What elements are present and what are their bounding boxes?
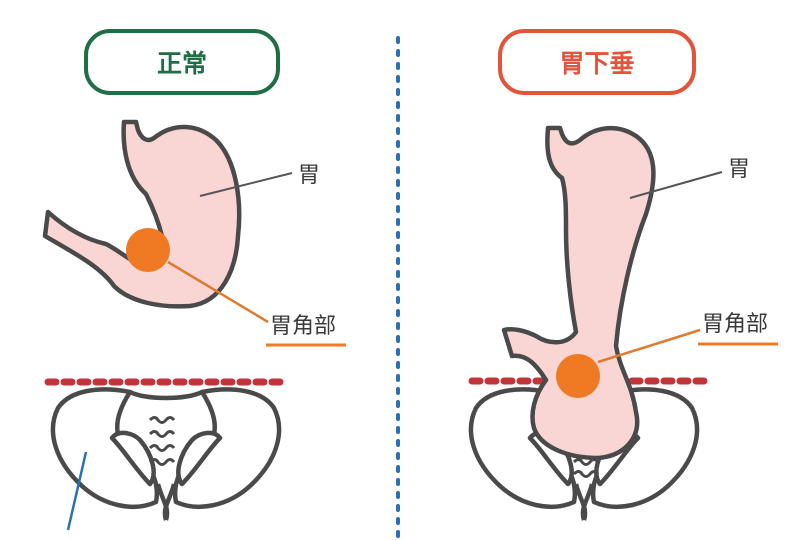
- normal-angle-label: 胃角部: [270, 314, 336, 339]
- normal-stomach-pointer: [199, 172, 293, 197]
- normal-title: 正常: [157, 49, 207, 78]
- normal-blue-pointer: [66, 451, 88, 531]
- normal-spine: [148, 416, 176, 466]
- normal-panel: 正常 胃 胃角部: [42, 29, 346, 531]
- ptosis-angle-pointer: [597, 328, 701, 364]
- ptosis-stomach: [501, 125, 656, 461]
- ptosis-panel: 胃下垂 胃 胃角部: [468, 29, 778, 521]
- normal-stomach-label: 胃: [298, 163, 320, 188]
- ptosis-angle-highlight: [556, 354, 600, 398]
- normal-title-badge: [84, 29, 280, 95]
- ptosis-angle-label: 胃角部: [702, 312, 768, 337]
- normal-angle-highlight: [126, 228, 170, 272]
- normal-angle-pointer: [167, 260, 269, 324]
- normal-stomach: [42, 119, 242, 309]
- ptosis-title-badge: [498, 29, 696, 95]
- ptosis-stomach-label: 胃: [728, 157, 750, 182]
- ptosis-stomach-pointer: [629, 171, 723, 199]
- ptosis-title: 胃下垂: [559, 49, 634, 78]
- normal-pelvis: [50, 387, 282, 521]
- ptosis-spine: [572, 458, 600, 478]
